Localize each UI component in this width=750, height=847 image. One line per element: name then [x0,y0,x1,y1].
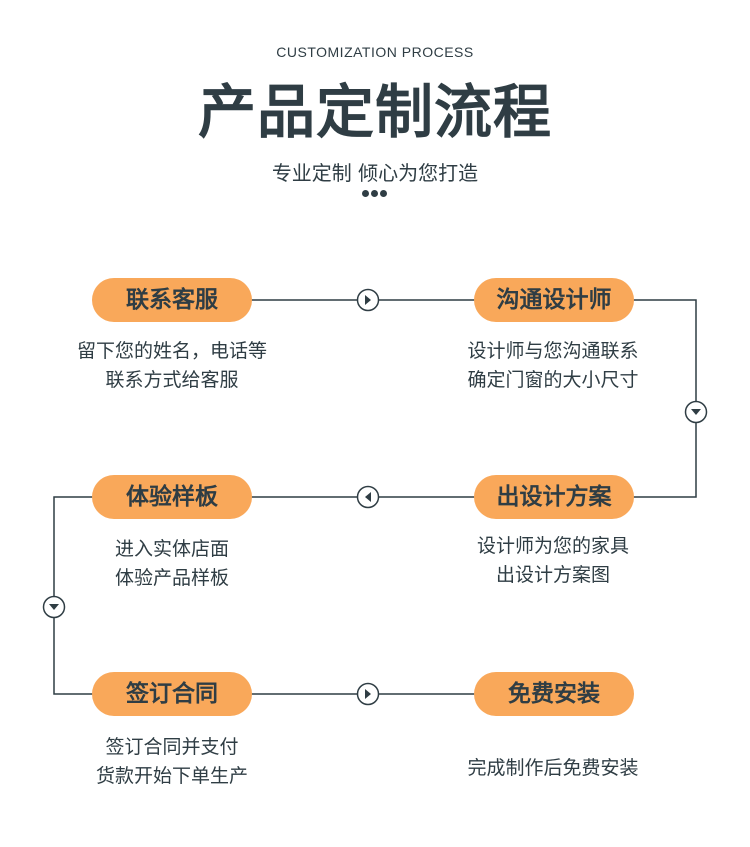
step-6-desc-line-1: 完成制作后免费安装 [467,757,639,779]
page-title: 产品定制流程 [197,78,552,146]
step-3-label: 出设计方案 [474,475,634,519]
header-subtitle-en: CUSTOMIZATION PROCESS [276,44,474,60]
step-5-label: 签订合同 [92,672,252,716]
step-3-description: 设计师为您的家具 出设计方案图 [403,532,703,590]
step-1-label: 联系客服 [92,278,252,322]
step-4-desc-line-2: 体验产品样板 [114,567,229,589]
arrow-right-icon [356,288,380,312]
step-4-label: 体验样板 [92,475,252,519]
page-tagline: 专业定制 倾心为您打造 [271,161,479,185]
title-dots-decoration [362,190,388,198]
arrow-down-icon [684,400,708,424]
step-4-description: 进入实体店面 体验产品样板 [22,535,322,593]
step-5-desc-line-1: 签订合同并支付 [105,736,239,758]
step-1-desc-line-1: 留下您的姓名，电话等 [76,340,267,362]
arrow-left-icon [356,485,380,509]
step-2-desc-line-1: 设计师与您沟通联系 [467,340,639,362]
step-1-desc-line-2: 联系方式给客服 [105,369,239,391]
arrow-down-icon [42,595,66,619]
step-3-desc-line-2: 出设计方案图 [495,564,610,586]
step-2-label: 沟通设计师 [474,278,634,322]
connector-line-4-5 [53,496,95,695]
step-2-description: 设计师与您沟通联系 确定门窗的大小尺寸 [403,337,703,395]
step-5-desc-line-2: 货款开始下单生产 [95,765,248,787]
step-5-description: 签订合同并支付 货款开始下单生产 [22,733,322,791]
step-1-description: 留下您的姓名，电话等 联系方式给客服 [22,337,322,395]
step-2-desc-line-2: 确定门窗的大小尺寸 [467,369,639,391]
step-6-label: 免费安装 [474,672,634,716]
connector-line-2-3 [632,299,697,498]
step-6-description: 完成制作后免费安装 [403,754,703,783]
arrow-right-icon [356,682,380,706]
step-4-desc-line-1: 进入实体店面 [114,538,229,560]
step-3-desc-line-1: 设计师为您的家具 [476,535,629,557]
